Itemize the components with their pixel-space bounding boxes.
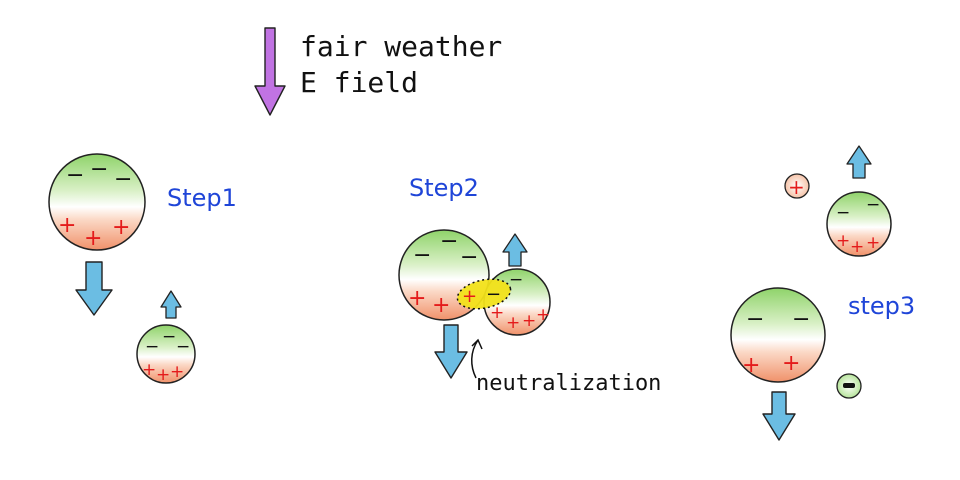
- minus-sign: −: [176, 337, 190, 357]
- minus-sign: −: [792, 307, 810, 332]
- neutralization-pointer: [471, 338, 483, 379]
- step1-large-drop: − − − + + +: [48, 153, 146, 251]
- step2-up-arrow: [502, 233, 528, 267]
- title-line2: E field: [300, 66, 418, 99]
- field-arrow: [254, 27, 286, 116]
- step3-large-drop: − − + +: [730, 287, 826, 383]
- minus-sign: −: [440, 229, 458, 254]
- minus-mark: [843, 383, 855, 388]
- minus-sign: −: [866, 195, 880, 215]
- minus-sign: −: [145, 337, 159, 357]
- minus-sign: −: [836, 203, 850, 223]
- step3-down-arrow: [762, 391, 796, 441]
- plus-sign: +: [112, 215, 130, 240]
- minus-sign: −: [746, 307, 764, 332]
- minus-sign: −: [486, 284, 501, 305]
- minus-sign: −: [509, 270, 523, 290]
- minus-sign: −: [460, 245, 478, 270]
- step1-label: Step1: [167, 184, 237, 212]
- plus-sign: +: [58, 213, 76, 238]
- plus-sign: +: [536, 305, 550, 325]
- plus-sign: +: [156, 365, 170, 385]
- minus-sign: −: [90, 157, 108, 182]
- plus-sign: +: [522, 311, 536, 331]
- plus-sign: +: [836, 231, 850, 251]
- positive-ion: +: [784, 173, 810, 199]
- neutralization-zone: + −: [456, 278, 512, 310]
- plus-sign: +: [408, 286, 426, 311]
- step2-down-arrow: [434, 324, 468, 379]
- step1-down-arrow: [75, 261, 113, 316]
- plus-sign: +: [782, 351, 800, 376]
- plus-sign: +: [506, 313, 520, 333]
- plus-sign: +: [432, 293, 450, 318]
- minus-sign: −: [66, 163, 84, 188]
- plus-sign: +: [490, 303, 504, 323]
- neutralization-label: neutralization: [476, 371, 661, 396]
- step3-small-drop: − − + + +: [826, 191, 892, 257]
- plus-sign: +: [742, 353, 760, 378]
- plus-sign: +: [170, 362, 184, 382]
- negative-ion: [836, 373, 862, 399]
- minus-sign: −: [162, 327, 176, 347]
- step1-small-drop: − − − + + +: [136, 324, 196, 385]
- step2-label: Step2: [409, 174, 479, 202]
- step1-up-arrow: [160, 290, 182, 319]
- minus-sign: −: [114, 167, 132, 192]
- plus-sign: +: [866, 233, 880, 253]
- plus-sign: +: [850, 237, 864, 257]
- step2-large-drop: − − − + +: [398, 229, 490, 321]
- step3-up-arrow: [846, 145, 872, 179]
- minus-sign: −: [413, 243, 431, 268]
- plus-sign: +: [788, 175, 805, 199]
- plus-sign: +: [462, 286, 477, 307]
- step3-label: step3: [848, 292, 915, 320]
- title-line1: fair weather: [300, 30, 502, 63]
- plus-sign: +: [142, 360, 156, 380]
- plus-sign: +: [84, 226, 102, 251]
